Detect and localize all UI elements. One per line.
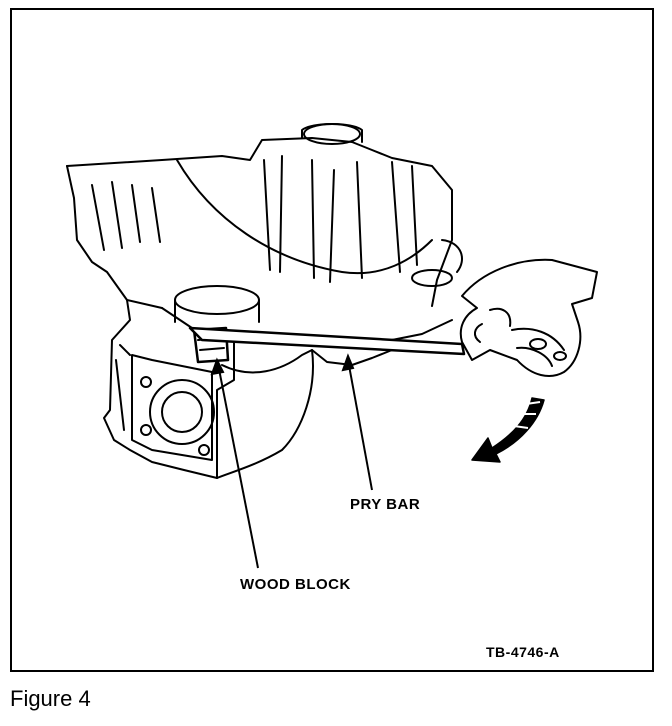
curved-arrow-down-left-icon xyxy=(471,397,545,463)
rib-7 xyxy=(411,165,418,266)
hand xyxy=(459,258,598,377)
rib-6 xyxy=(391,161,401,273)
lower-body-outline xyxy=(103,299,218,479)
case-top-boss-ring xyxy=(303,123,361,145)
rib-1 xyxy=(263,159,271,271)
figure-caption: Figure 4 xyxy=(10,686,91,711)
pry-bar xyxy=(188,326,466,356)
boss-left xyxy=(174,285,260,315)
leader-pry-bar xyxy=(347,359,373,491)
pan-lower-curve xyxy=(216,349,314,479)
case-inner-arc xyxy=(176,159,433,275)
side-ribs xyxy=(91,181,161,251)
case-upper-outline xyxy=(66,137,453,307)
pan-step xyxy=(311,349,393,366)
rib-5 xyxy=(356,161,363,279)
front-face-panel xyxy=(131,354,213,461)
front-face-port xyxy=(149,379,215,445)
rib-4 xyxy=(329,169,335,283)
pry-bar-label: PRY BAR xyxy=(350,496,421,513)
lower-front-face xyxy=(216,339,235,479)
wood-block-label: WOOD BLOCK xyxy=(240,576,351,593)
reference-code: TB-4746-A xyxy=(486,644,560,660)
rib-3 xyxy=(311,159,315,279)
case-left-flange xyxy=(66,165,163,309)
rib-2 xyxy=(279,155,283,273)
figure-frame: PRY BAR WOOD BLOCK TB-4746-A xyxy=(10,8,654,672)
leader-wood-block xyxy=(217,363,259,569)
transmission-case-illustration xyxy=(66,123,598,569)
